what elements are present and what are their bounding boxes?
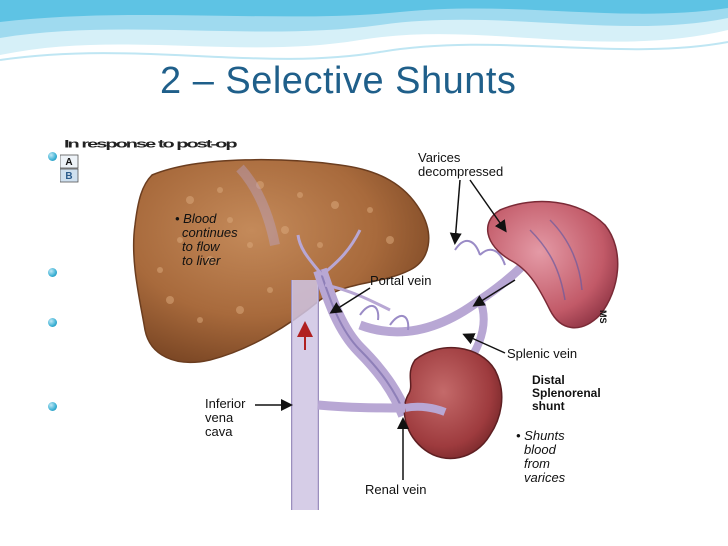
label-distal-line2: Splenorenal <box>532 386 601 400</box>
bullet-text-partial: In response to post-op <box>64 138 238 151</box>
panel-tag-b: B <box>65 171 72 182</box>
label-blood-line1: • Blood <box>175 211 217 226</box>
label-shunts-line1: • Shunts <box>516 428 565 443</box>
varices <box>359 240 506 331</box>
bullet-dot <box>48 402 57 411</box>
label-varices-line1: Varices <box>418 150 461 165</box>
liver-texture <box>157 181 394 323</box>
label-shunts-line2: blood <box>524 442 557 457</box>
label-ivc-line3: cava <box>205 424 233 439</box>
label-renal-vein: Renal vein <box>365 482 426 497</box>
bullet-dot <box>48 152 57 161</box>
label-distal-line3: shunt <box>532 399 565 413</box>
hepatic-vein-overlay <box>236 164 280 246</box>
label-blood-line3: to flow <box>182 239 221 254</box>
header-wave-decoration <box>0 0 728 61</box>
illustrator-logo: MS <box>598 310 608 324</box>
panel-tags: A B <box>60 154 79 183</box>
spleen <box>486 200 619 329</box>
label-distal-line1: Distal <box>532 373 565 387</box>
shunt-anatomy-diagram: A B <box>60 150 690 510</box>
label-blood-line2: continues <box>182 225 238 240</box>
panel-tag-a: A <box>65 157 72 168</box>
label-splenic-vein: Splenic vein <box>507 346 577 361</box>
label-shunts-line3: from <box>524 456 550 471</box>
kidney <box>403 347 503 460</box>
portal-branches <box>296 229 391 312</box>
slide-title: 2 – Selective Shunts <box>160 60 517 102</box>
label-ivc-line2: vena <box>205 410 234 425</box>
renal-vein <box>404 402 447 416</box>
label-shunts-line4: varices <box>524 470 566 485</box>
bullet-dot <box>48 268 57 277</box>
label-ivc-line1: Inferior <box>205 396 246 411</box>
label-varices-line2: decompressed <box>418 164 503 179</box>
label-portal-vein: Portal vein <box>370 273 431 288</box>
bullet-dot <box>48 318 57 327</box>
label-blood-line4: to liver <box>182 253 221 268</box>
